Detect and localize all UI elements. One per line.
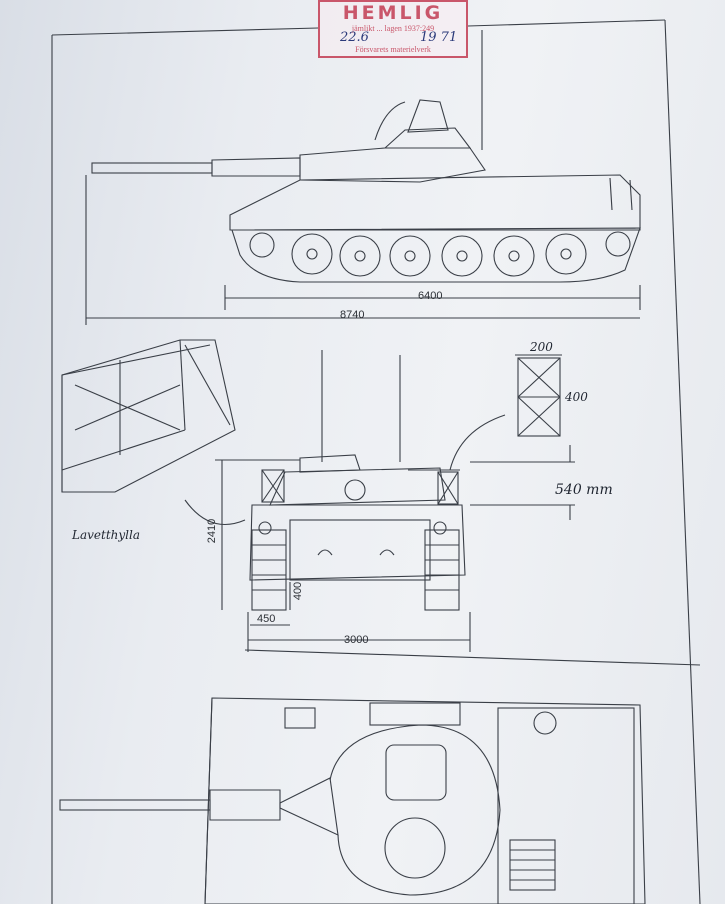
stamp-line2: Försvarets materielverk <box>355 45 431 54</box>
dim-gap: 540 mm <box>555 482 613 498</box>
shelf-label: Lavetthylla <box>72 528 140 542</box>
stamp-date-day: 22.6 <box>340 30 369 45</box>
dim-hull-length: 6400 <box>418 290 443 302</box>
classification-stamp: HEMLIG jämlikt ... lagen 1937:249 22.6 1… <box>318 0 468 58</box>
shelf-drawing <box>61 339 246 525</box>
dim-total-length: 8740 <box>340 309 365 321</box>
top-view <box>59 649 701 904</box>
dim-box-height: 400 <box>565 390 588 404</box>
dim-total-width: 3000 <box>344 634 369 646</box>
stamp-title: HEMLIG <box>342 2 444 24</box>
side-view <box>85 30 641 325</box>
dim-ground-clearance: 400 <box>292 581 305 601</box>
stamp-date-year: 19 71 <box>420 30 458 45</box>
stamp-line1: jämlikt ... lagen 1937:249 <box>351 24 435 33</box>
dim-track-width: 450 <box>257 613 276 625</box>
dim-height: 2410 <box>206 518 219 544</box>
front-view <box>215 350 575 652</box>
dim-box-width: 200 <box>530 340 553 354</box>
